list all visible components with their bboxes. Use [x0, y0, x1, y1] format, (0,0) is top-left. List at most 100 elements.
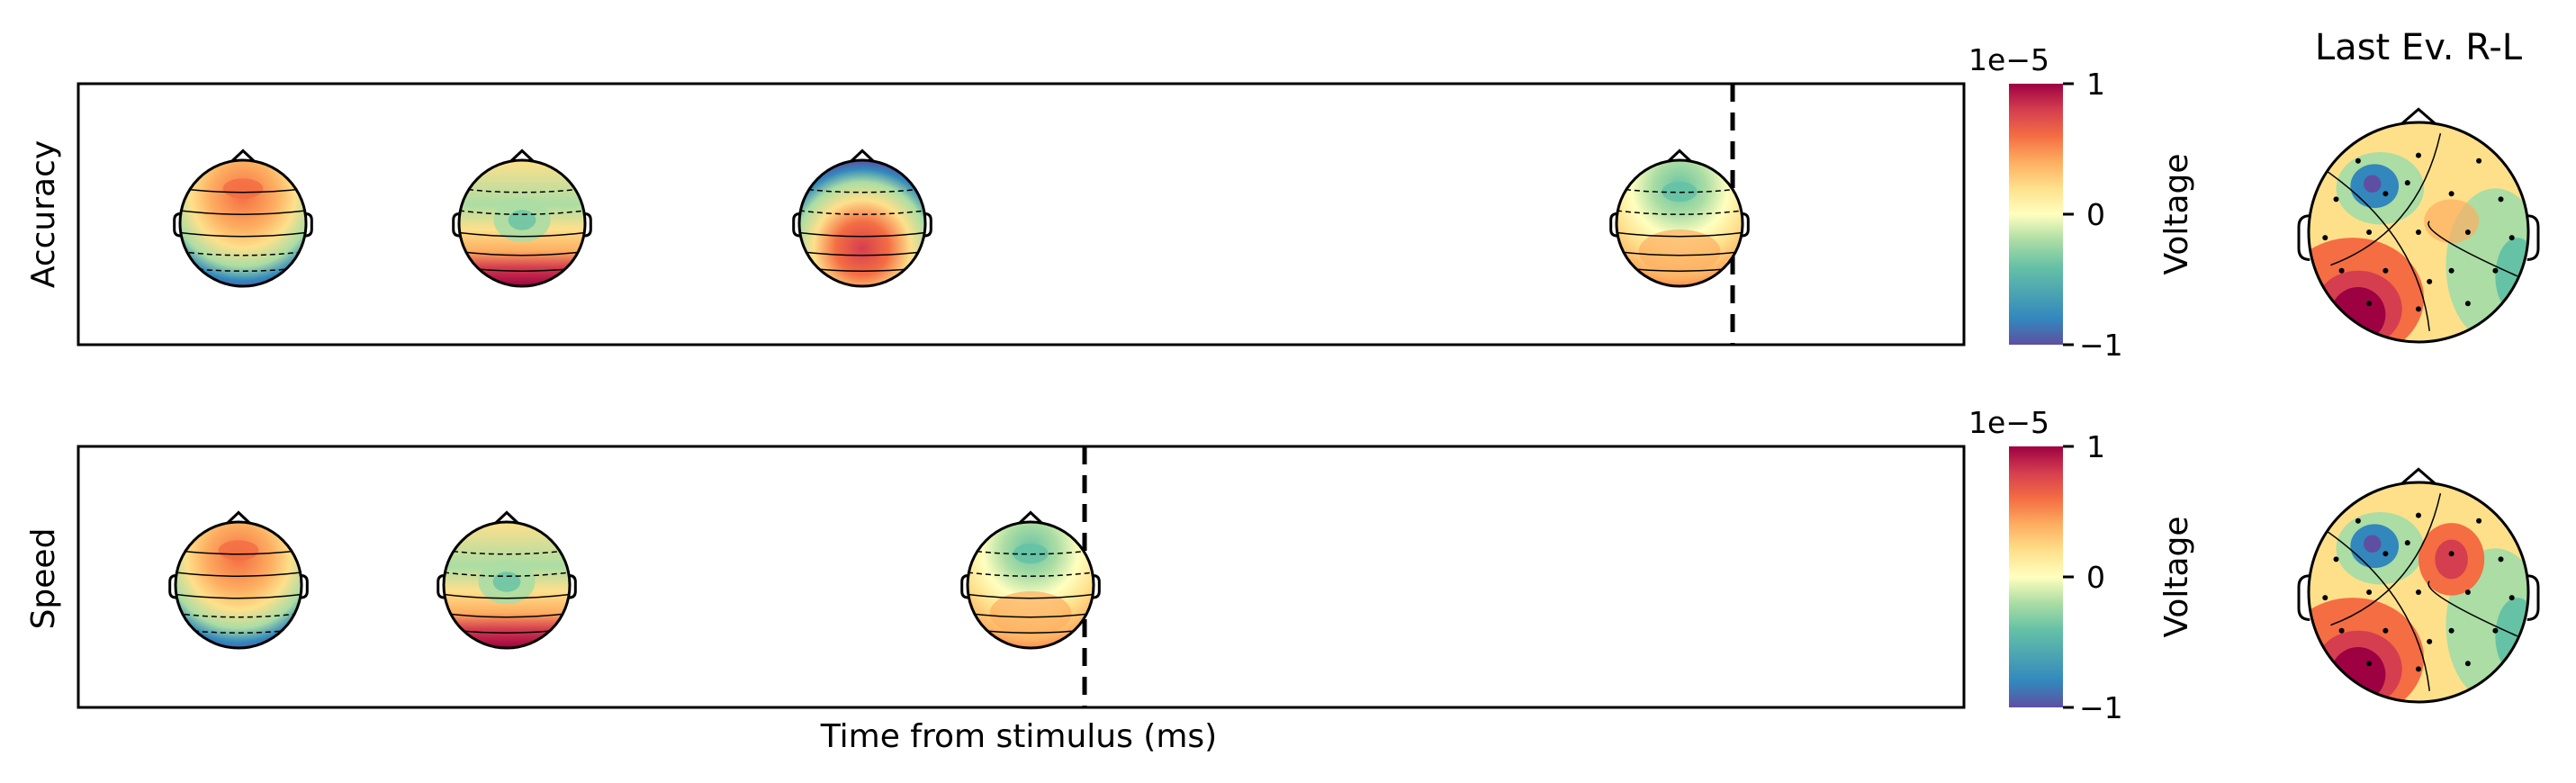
colorbar-accuracy: 1 0 −1 1e−5 Voltage	[1968, 42, 2195, 363]
head-outline	[457, 158, 587, 288]
sensor-dot	[2448, 191, 2454, 197]
contour-line	[444, 572, 570, 577]
sensor-dot	[2448, 627, 2454, 634]
sensor-dot	[2366, 301, 2373, 307]
head-outline	[966, 520, 1095, 650]
sensor-dot	[2416, 512, 2421, 518]
sensor-dot	[2464, 590, 2471, 595]
contour-line	[2330, 133, 2442, 266]
speed-axes-frame	[77, 445, 1966, 709]
contour-line	[968, 549, 1094, 555]
head-outline	[797, 158, 927, 288]
sensor-dot	[2382, 191, 2389, 197]
sensor-dot	[2333, 556, 2339, 562]
contour-line	[180, 231, 306, 238]
contour-line	[1617, 210, 1743, 215]
contour-line	[799, 187, 925, 194]
contour-line	[2319, 526, 2430, 691]
ear-shape	[2297, 214, 2310, 261]
difference-map-title: Last Ev. R-L	[2315, 27, 2523, 68]
ear-shape	[1093, 574, 1101, 599]
sensor-dot	[2427, 638, 2433, 644]
sensor-dot	[2338, 627, 2345, 634]
colorbar-speed: 1 0 −1 1e−5 Voltage	[1968, 405, 2195, 725]
colorbar-tick-label: −1	[2079, 328, 2123, 363]
head-outline	[2307, 481, 2530, 704]
ear-shape	[452, 212, 460, 238]
contour-line	[176, 549, 302, 555]
contour-line	[459, 231, 585, 238]
sensor-dot	[2366, 661, 2373, 667]
sensor-dot	[2333, 196, 2339, 202]
colorbar-tick-label: 0	[2086, 197, 2105, 232]
contour-line	[968, 612, 1094, 618]
sensor-dot	[2416, 590, 2421, 595]
sensor-dot	[2416, 230, 2421, 235]
colorbar-tick-label: −1	[2079, 690, 2123, 725]
topomap-accuracy-4	[1609, 148, 1750, 288]
contour-line	[2330, 493, 2442, 626]
sensor-dot	[2448, 267, 2454, 274]
contour-line	[180, 210, 306, 215]
sensor-dot	[2416, 666, 2421, 672]
contour-line	[2427, 580, 2518, 637]
nose-shape	[1018, 510, 1043, 525]
ear-shape	[584, 212, 592, 238]
topomap-speed-2	[437, 510, 577, 650]
nose-shape	[494, 510, 519, 525]
speed-panel: Speed Time from stimulus (ms)	[25, 445, 1966, 755]
ear-shape	[1609, 212, 1617, 238]
nose-shape	[1667, 148, 1692, 163]
sensor-dot	[2448, 551, 2454, 557]
colorbar-tick-label: 1	[2086, 67, 2105, 102]
sensor-dot	[2498, 196, 2504, 202]
sensor-dot	[2464, 301, 2471, 307]
sensor-dot	[2416, 306, 2421, 312]
contour-line	[444, 549, 570, 555]
ear-shape	[924, 212, 932, 238]
head-outline	[174, 520, 303, 650]
contour-line	[180, 187, 306, 194]
ear-shape	[301, 574, 309, 599]
sensor-dot	[2338, 267, 2345, 274]
contour-line	[180, 250, 306, 256]
contour-line	[799, 231, 925, 238]
topomap-accuracy-3	[792, 148, 932, 288]
contour-line	[2427, 220, 2518, 277]
sensor-dot	[2404, 540, 2410, 546]
sensor-dot	[2382, 267, 2389, 274]
sensor-dot	[2464, 661, 2471, 667]
sensor-dot	[2382, 627, 2389, 634]
x-axis-label: Time from stimulus (ms)	[820, 718, 1217, 755]
sensor-dot	[2427, 278, 2433, 284]
topomap-accuracy-1	[173, 148, 313, 288]
sensor-dot	[2476, 518, 2482, 524]
ear-shape	[2526, 574, 2540, 621]
contour-line	[176, 593, 302, 599]
colorbar-accuracy-scale	[2009, 84, 2063, 345]
sensor-dot	[2366, 230, 2373, 235]
contour-line	[444, 612, 570, 618]
sensor-dot	[2366, 590, 2373, 595]
contour-line	[1617, 231, 1743, 238]
sensor-dot	[2498, 556, 2504, 562]
ear-shape	[2297, 574, 2310, 621]
colorbar-exponent: 1e−5	[1968, 42, 2049, 77]
accuracy-topomaps	[173, 148, 1750, 288]
nose-shape	[850, 148, 875, 163]
head-outline	[2307, 121, 2530, 344]
ear-shape	[1742, 212, 1750, 238]
colorbar-label: Voltage	[2158, 516, 2195, 637]
sensor-dot	[2476, 158, 2482, 164]
sensor-dot	[2508, 235, 2515, 241]
head-outline	[442, 520, 572, 650]
contour-line	[176, 612, 302, 618]
topomap-accuracy-2	[452, 148, 592, 288]
nose-shape	[230, 148, 256, 163]
nose-shape	[226, 510, 251, 525]
contour-line	[2319, 166, 2430, 331]
sensor-dot	[2322, 235, 2328, 241]
sensor-dot	[2492, 627, 2499, 634]
colorbar-speed-scale	[2009, 446, 2063, 707]
head-outline	[178, 158, 308, 288]
